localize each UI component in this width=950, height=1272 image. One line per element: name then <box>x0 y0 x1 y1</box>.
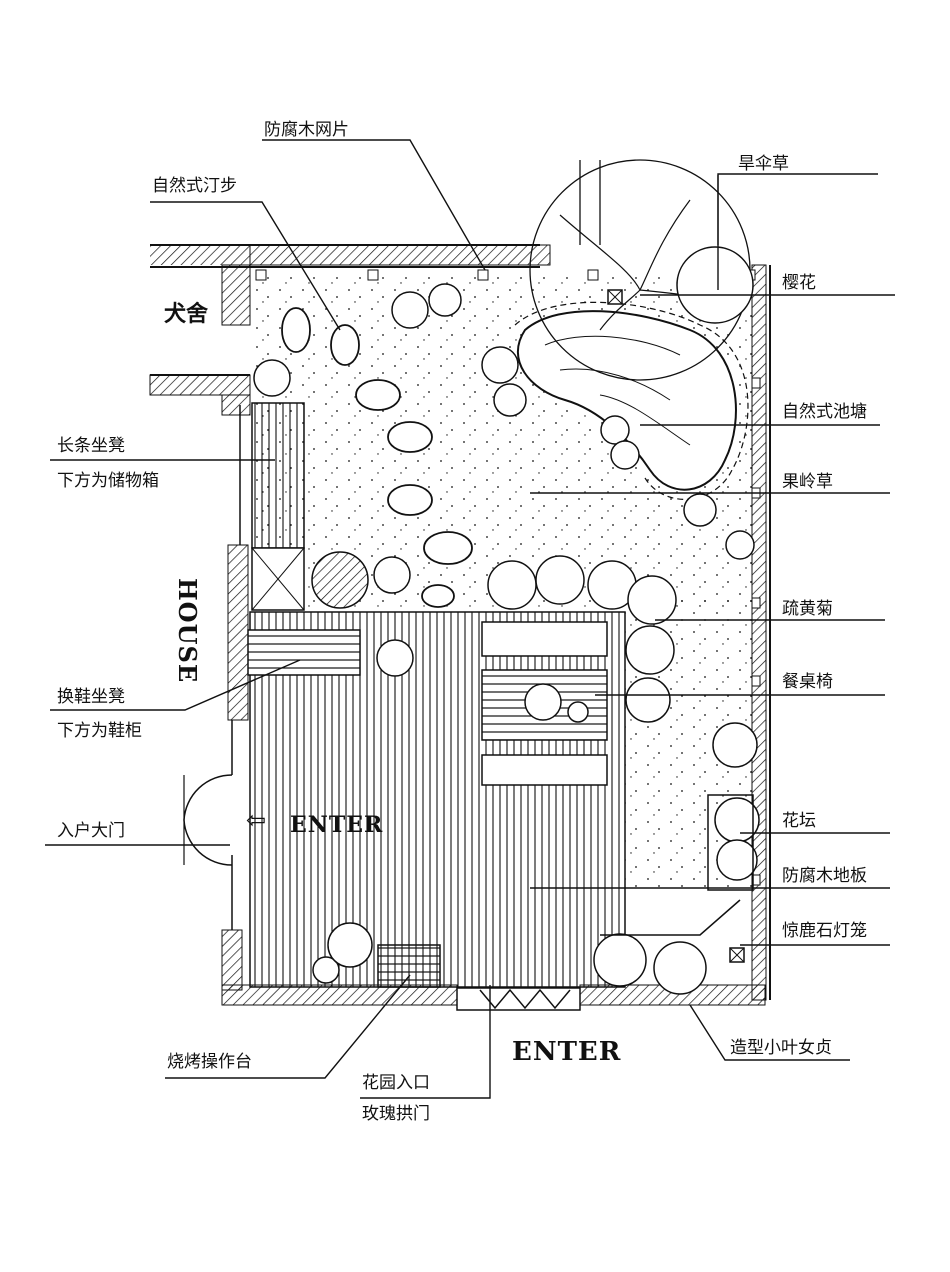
entry-door <box>183 774 233 866</box>
label-hansancao: 旱伞草 <box>738 154 789 174</box>
label-meigui-gongmen: 玫瑰拱门 <box>362 1104 430 1124</box>
label-zaoxing-nvzhen: 造型小叶女贞 <box>730 1038 832 1058</box>
label-ruhu-damen: 入户大门 <box>57 821 125 841</box>
stepping-stones <box>281 307 473 608</box>
label-fangfu-diban: 防腐木地板 <box>782 866 867 886</box>
dining-bench-top <box>481 621 608 657</box>
bbq-counter <box>377 944 441 988</box>
leader-lines <box>45 139 895 1099</box>
label-ziranshi-chitang: 自然式池塘 <box>782 402 867 422</box>
label-huayuan-rukou: 花园入口 <box>362 1073 430 1093</box>
long-bench <box>251 402 305 549</box>
label-jinglu-dengong: 惊鹿石灯笼 <box>782 921 867 941</box>
label-house: HOUSE <box>173 578 202 684</box>
label-shuhuangju: 疏黄菊 <box>782 599 833 619</box>
label-changtiao-zuodeng: 长条坐凳 <box>57 436 125 456</box>
left-wall-top <box>221 264 251 326</box>
label-xiafang-xiegui: 下方为鞋柜 <box>57 721 142 741</box>
flower-bed <box>707 794 754 891</box>
label-shaokao-caozuotai: 烧烤操作台 <box>167 1052 252 1072</box>
label-yinghua: 樱花 <box>782 273 816 293</box>
dining-bench-bottom <box>481 754 608 786</box>
label-xiafang-chuwuxiang: 下方为储物箱 <box>57 471 159 491</box>
label-enter-left: ENTER <box>290 812 384 838</box>
label-canzhuoyi: 餐桌椅 <box>782 672 833 692</box>
fence-posts <box>255 269 761 886</box>
label-fangfu-wangpian: 防腐木网片 <box>264 120 349 140</box>
bottom-wall <box>221 984 458 1006</box>
arrow-left-icon: ⇦ <box>246 806 267 834</box>
shrubs <box>253 283 760 995</box>
label-quanshe: 犬舍 <box>164 302 209 327</box>
rose-arch-gate <box>456 987 581 1011</box>
label-ziranshi-tingbu: 自然式汀步 <box>152 176 237 196</box>
label-enter-bottom: ENTER <box>512 1037 622 1067</box>
left-wall-mid <box>227 544 249 721</box>
pond <box>516 310 737 491</box>
right-wall <box>751 264 767 1001</box>
label-guolingcao: 果岭草 <box>782 472 833 492</box>
label-huanxie-zuodeng: 换鞋坐凳 <box>57 687 125 707</box>
label-huatan: 花坛 <box>782 811 816 831</box>
left-wall-bottom <box>221 929 243 991</box>
